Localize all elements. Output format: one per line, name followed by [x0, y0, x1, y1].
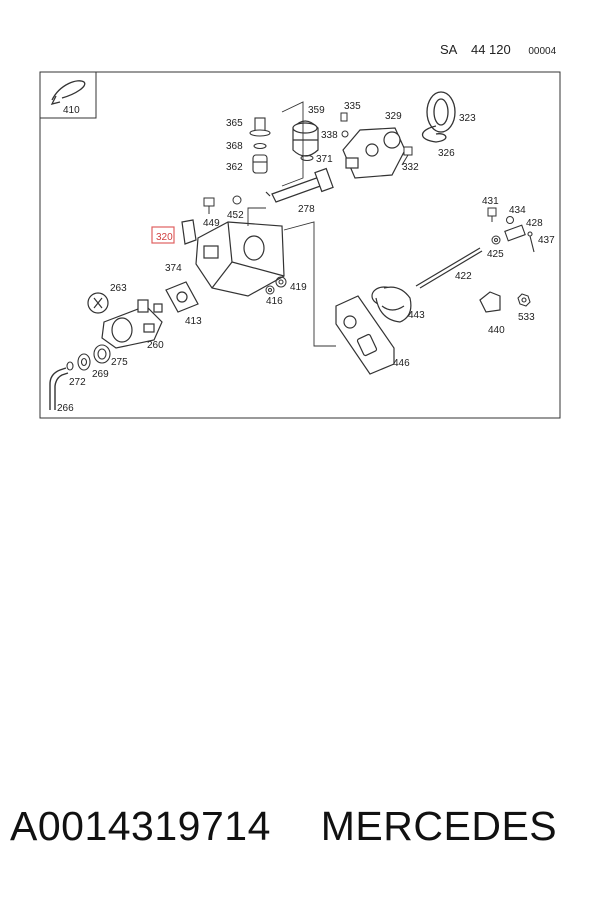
callout-419: 419: [290, 282, 307, 293]
seal-part-269[interactable]: [77, 353, 91, 371]
washer-part-338[interactable]: [341, 130, 349, 138]
callout-278: 278: [298, 204, 315, 215]
callout-434: 434: [509, 205, 526, 216]
bracket-part-320[interactable]: [181, 219, 197, 245]
callout-272: 272: [69, 377, 86, 388]
callout-416: 416: [266, 296, 283, 307]
leader-374: [247, 207, 266, 226]
slave-cylinder-part-260[interactable]: [101, 299, 163, 349]
group-number: 44 120: [470, 42, 511, 57]
pin-part-437[interactable]: [527, 231, 535, 253]
rod-part-422[interactable]: [415, 247, 483, 289]
callout-533: 533: [518, 312, 535, 323]
callout-431: 431: [482, 196, 499, 207]
pad-part-440[interactable]: [479, 291, 501, 313]
callout-440: 440: [488, 325, 505, 336]
pedal-housing-part-374[interactable]: [195, 221, 285, 297]
callout-410: 410: [63, 105, 80, 116]
part-caption: A0014319714 MERCEDES: [10, 803, 557, 850]
callout-329: 329: [385, 111, 402, 122]
valve-part-362[interactable]: [252, 154, 268, 174]
callout-443: 443: [408, 310, 425, 321]
callout-275: 275: [111, 357, 128, 368]
callout-437: 437: [538, 235, 555, 246]
callout-422: 422: [455, 271, 472, 282]
callout-332: 332: [402, 162, 419, 173]
reservoir-part-359[interactable]: [292, 120, 319, 157]
screw-part-335[interactable]: [340, 112, 348, 122]
clip-part-263[interactable]: [87, 292, 109, 314]
callout-362: 362: [226, 162, 243, 173]
bushing-part-275[interactable]: [93, 344, 111, 364]
callout-323: 323: [459, 113, 476, 124]
washer-part-416[interactable]: [265, 285, 275, 295]
callout-326: 326: [438, 148, 455, 159]
diagram-frame: [39, 71, 561, 419]
callout-338: 338: [321, 130, 338, 141]
nut-part-419[interactable]: [275, 276, 287, 288]
clip-part-434[interactable]: [506, 216, 514, 224]
nut-part-425[interactable]: [491, 235, 501, 245]
callout-449: 449: [203, 218, 220, 229]
cap-part-365[interactable]: [249, 117, 271, 137]
brand-name: MERCEDES: [320, 803, 558, 849]
highlight-box-320: [151, 226, 175, 244]
group-prefix: SA: [440, 42, 458, 57]
sheet-code: 00004: [528, 46, 557, 57]
callout-260: 260: [147, 340, 164, 351]
leader-bracket-446: [283, 221, 336, 347]
gasket-plate-part-446[interactable]: [335, 295, 395, 375]
callout-320: 320: [156, 232, 173, 243]
nut-part-533[interactable]: [517, 293, 531, 307]
callout-365: 365: [226, 118, 243, 129]
part-number: A0014319714: [10, 803, 271, 849]
ring-part-371[interactable]: [300, 155, 314, 161]
callout-413: 413: [185, 316, 202, 327]
ring-part-326[interactable]: [421, 125, 447, 143]
bolt-part-431[interactable]: [487, 207, 497, 222]
pushrod-part-278[interactable]: [265, 167, 334, 203]
callout-452: 452: [227, 210, 244, 221]
callout-428: 428: [526, 218, 543, 229]
callout-446: 446: [393, 358, 410, 369]
nut-part-452[interactable]: [232, 195, 242, 205]
leader-bracket-359: [281, 101, 304, 187]
diagram-group-code: SA 44 120 00004: [440, 42, 556, 57]
bolt-part-449[interactable]: [203, 197, 215, 214]
pipe-part-266[interactable]: [49, 367, 69, 410]
callout-263: 263: [110, 283, 127, 294]
inset-box: [40, 72, 97, 119]
callout-269: 269: [92, 369, 109, 380]
clamp-part-410[interactable]: [50, 80, 86, 105]
callout-335: 335: [344, 101, 361, 112]
callout-359: 359: [308, 105, 325, 116]
gasket-part-413[interactable]: [165, 281, 199, 313]
exploded-parts-diagram: 410 365 359 335 329 323 368 338 362 371 …: [39, 71, 561, 419]
callout-371: 371: [316, 154, 333, 165]
callout-266: 266: [57, 403, 74, 414]
master-cylinder-part-329[interactable]: [342, 127, 406, 179]
ring-part-272[interactable]: [66, 361, 74, 371]
boot-part-323[interactable]: [426, 91, 456, 133]
callout-425: 425: [487, 249, 504, 260]
callout-374: 374: [165, 263, 182, 274]
boot-part-443[interactable]: [371, 286, 412, 323]
bolt-part-332[interactable]: [401, 146, 413, 166]
seal-part-368[interactable]: [253, 142, 267, 150]
callout-368: 368: [226, 141, 243, 152]
sleeve-part-428[interactable]: [504, 224, 526, 242]
